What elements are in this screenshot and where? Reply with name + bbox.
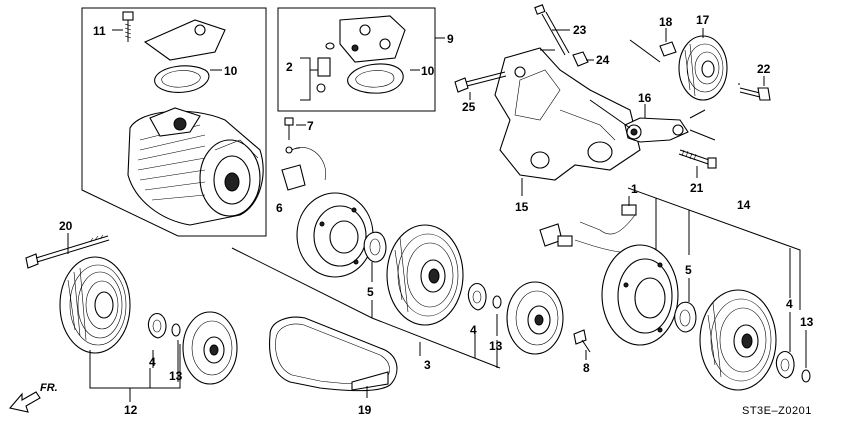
pulley-middle[interactable]: [386, 224, 464, 326]
valve-group-outline: [277, 7, 436, 112]
callout-13-left: 13: [169, 369, 183, 383]
washer-right[interactable]: [801, 369, 811, 383]
callout-20: 20: [59, 219, 73, 233]
bolt-part-25[interactable]: [454, 71, 507, 93]
snap-ring-middle[interactable]: [467, 282, 487, 311]
callout-21: 21: [690, 181, 704, 195]
leader-17-18: [629, 39, 740, 85]
callout-23: 23: [573, 23, 587, 37]
callout-11: 11: [93, 24, 106, 38]
relief-valve-part-2[interactable]: [300, 42, 335, 101]
washer-middle[interactable]: [492, 295, 502, 309]
callout-4-right: 4: [786, 297, 793, 311]
snap-ring-5-right[interactable]: [674, 301, 697, 333]
snap-ring-right[interactable]: [775, 350, 795, 379]
drive-belt-part-19[interactable]: [268, 316, 398, 392]
callout-8: 8: [583, 361, 590, 375]
callout-4-middle: 4: [470, 323, 477, 337]
callout-2: 2: [286, 60, 293, 74]
callout-10-right: 10: [421, 64, 435, 78]
armature-plate-middle[interactable]: [506, 281, 564, 355]
nut-part-24[interactable]: [572, 51, 589, 67]
diagram-code: ST3E–Z0201: [742, 405, 812, 417]
cover-fitting: [194, 24, 206, 36]
idler-pulley-part-17[interactable]: [678, 35, 728, 101]
bolt-part-21[interactable]: [678, 149, 717, 169]
bolt-part-8[interactable]: [573, 329, 591, 353]
idler-lines: [589, 99, 716, 141]
wire-6: [291, 147, 327, 181]
bolt-part-22[interactable]: [739, 87, 771, 101]
clip-part-6[interactable]: [281, 146, 306, 191]
bracket-12: [89, 344, 181, 402]
front-arrow: FR.: [8, 382, 58, 413]
bolt-part-11[interactable]: [122, 11, 134, 42]
callout-24: 24: [596, 53, 610, 67]
armature-plate-left[interactable]: [182, 311, 238, 385]
front-indicator: FR.: [40, 382, 58, 394]
cap-part-18[interactable]: [659, 41, 677, 57]
callout-3: 3: [424, 358, 431, 372]
field-coil-left[interactable]: [296, 192, 374, 278]
idler-arm-part-16[interactable]: [624, 117, 689, 143]
callout-17: 17: [696, 13, 710, 27]
callout-13-right: 13: [800, 315, 814, 329]
gasket-part-10-left[interactable]: [154, 65, 210, 93]
callout-5-right: 5: [685, 263, 692, 277]
snap-ring-5-left[interactable]: [363, 231, 387, 263]
valve-housing: [339, 15, 406, 63]
callout-12: 12: [124, 403, 138, 417]
callout-18: 18: [659, 15, 673, 29]
callout-6: 6: [276, 201, 283, 215]
pulley-right[interactable]: [699, 289, 777, 391]
gasket-part-10-right[interactable]: [347, 63, 404, 94]
callout-14: 14: [737, 198, 751, 212]
pulley-left[interactable]: [59, 256, 131, 354]
compressor-group-outline: [81, 7, 267, 237]
bracket-14: [627, 187, 801, 310]
callout-5-left: 5: [367, 285, 374, 299]
callout-19: 19: [358, 403, 372, 417]
washer-left[interactable]: [171, 323, 181, 337]
callout-13-middle: 13: [489, 339, 503, 353]
callout-10-left: 10: [224, 64, 238, 78]
wire-harness-part-1[interactable]: [539, 204, 637, 253]
callout-7: 7: [307, 119, 314, 133]
callout-16: 16: [638, 91, 652, 105]
cover-plate: [143, 19, 226, 61]
callout-15: 15: [515, 200, 529, 214]
callout-22: 22: [757, 62, 771, 76]
compressor-bracket-part-15[interactable]: [494, 47, 641, 181]
compressor-body[interactable]: [127, 107, 264, 226]
field-coil-right[interactable]: [601, 244, 679, 346]
bolt-part-20[interactable]: [25, 234, 110, 269]
callout-25: 25: [462, 100, 476, 114]
callout-9: 9: [447, 32, 454, 46]
snap-ring-left[interactable]: [147, 312, 167, 339]
callout-1: 1: [631, 182, 638, 196]
bolt-part-23[interactable]: [534, 4, 570, 56]
callout-4-left: 4: [149, 355, 156, 369]
bolt-part-7[interactable]: [284, 117, 294, 140]
